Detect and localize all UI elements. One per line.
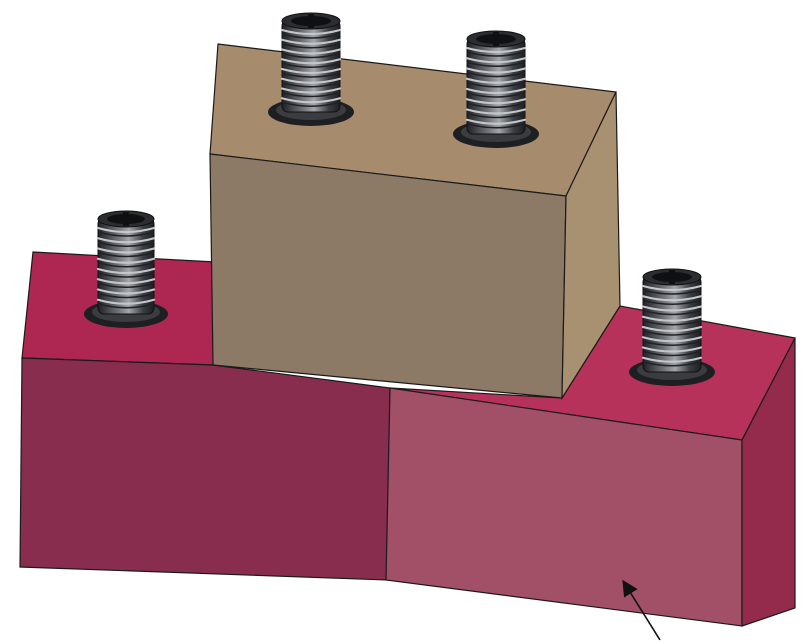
inserts-layer — [84, 12, 715, 386]
thread-ridge — [280, 28, 342, 36]
thread-ridge — [465, 108, 527, 115]
thread-groove — [466, 102, 526, 109]
thread-groove — [466, 122, 526, 129]
thread-ridge — [641, 295, 703, 302]
thread-groove — [466, 81, 526, 88]
thread-ridge — [641, 346, 703, 353]
thread-groove — [97, 241, 155, 248]
right-block-side-face — [741, 337, 796, 627]
thread-groove — [642, 299, 702, 306]
thread-groove — [97, 272, 155, 278]
thread-groove — [281, 72, 341, 78]
threaded-insert-upper-left — [268, 12, 354, 126]
thread-groove — [642, 330, 702, 336]
leader-arrow — [622, 579, 661, 641]
thread-groove — [642, 350, 702, 357]
left-block-front-face — [19, 357, 391, 581]
threaded-insert-upper-right — [453, 30, 539, 148]
threaded-insert-lower-left — [84, 210, 168, 328]
thread-ridge — [280, 87, 342, 94]
thread-ridge — [280, 38, 342, 45]
thread-ridge — [280, 77, 342, 84]
arrow-icon — [622, 579, 661, 641]
thread-ridge — [465, 67, 527, 74]
thread-ridge — [96, 237, 156, 244]
thread-ridge — [465, 98, 527, 105]
thread-ridge — [280, 58, 342, 65]
thread-ridge — [96, 267, 156, 275]
upper-block — [209, 43, 621, 401]
thread-groove — [97, 292, 155, 299]
thread-ridge — [641, 284, 703, 292]
thread-ridge — [96, 226, 156, 234]
thread-groove — [97, 231, 155, 237]
thread-groove — [466, 61, 526, 68]
upper-block-side-face — [561, 91, 621, 401]
insert-slot — [493, 32, 499, 46]
thread-ridge — [280, 67, 342, 75]
thread-groove — [642, 319, 702, 326]
thread-ridge — [641, 305, 703, 312]
thread-ridge — [641, 336, 703, 343]
thread-groove — [281, 33, 341, 39]
left-lower-block — [19, 251, 391, 581]
thread-ridge — [641, 315, 703, 322]
thread-ridge — [641, 325, 703, 333]
thread-groove — [466, 71, 526, 78]
thread-ridge — [465, 87, 527, 95]
thread-ridge — [641, 356, 703, 363]
thread-groove — [97, 282, 155, 289]
thread-groove — [97, 302, 155, 309]
upper-block-front-face — [209, 153, 567, 399]
thread-ridge — [96, 298, 156, 305]
thread-groove — [642, 309, 702, 316]
thread-groove — [642, 340, 702, 347]
threaded-insert-lower-right — [629, 268, 715, 386]
thread-groove — [97, 251, 155, 258]
thread-ridge — [465, 57, 527, 64]
thread-ridge — [465, 46, 527, 54]
thread-ridge — [465, 77, 527, 84]
insert-slot — [669, 270, 675, 284]
thread-groove — [466, 51, 526, 57]
thread-ridge — [96, 247, 156, 254]
insert-slot — [308, 14, 314, 28]
thread-ridge — [96, 257, 156, 264]
thread-groove — [466, 112, 526, 119]
thread-groove — [281, 81, 341, 88]
thread-ridge — [280, 48, 342, 55]
thread-groove — [642, 360, 702, 367]
thread-ridge — [96, 288, 156, 295]
insert-slot — [123, 212, 129, 226]
thread-groove — [97, 261, 155, 268]
thread-groove — [281, 91, 341, 98]
thread-ridge — [96, 278, 156, 285]
thread-groove — [466, 92, 526, 98]
thread-groove — [281, 42, 341, 49]
thread-groove — [642, 289, 702, 295]
thread-groove — [281, 52, 341, 59]
thread-ridge — [280, 97, 342, 104]
thread-groove — [281, 101, 341, 108]
thread-ridge — [465, 118, 527, 125]
thread-groove — [281, 62, 341, 69]
